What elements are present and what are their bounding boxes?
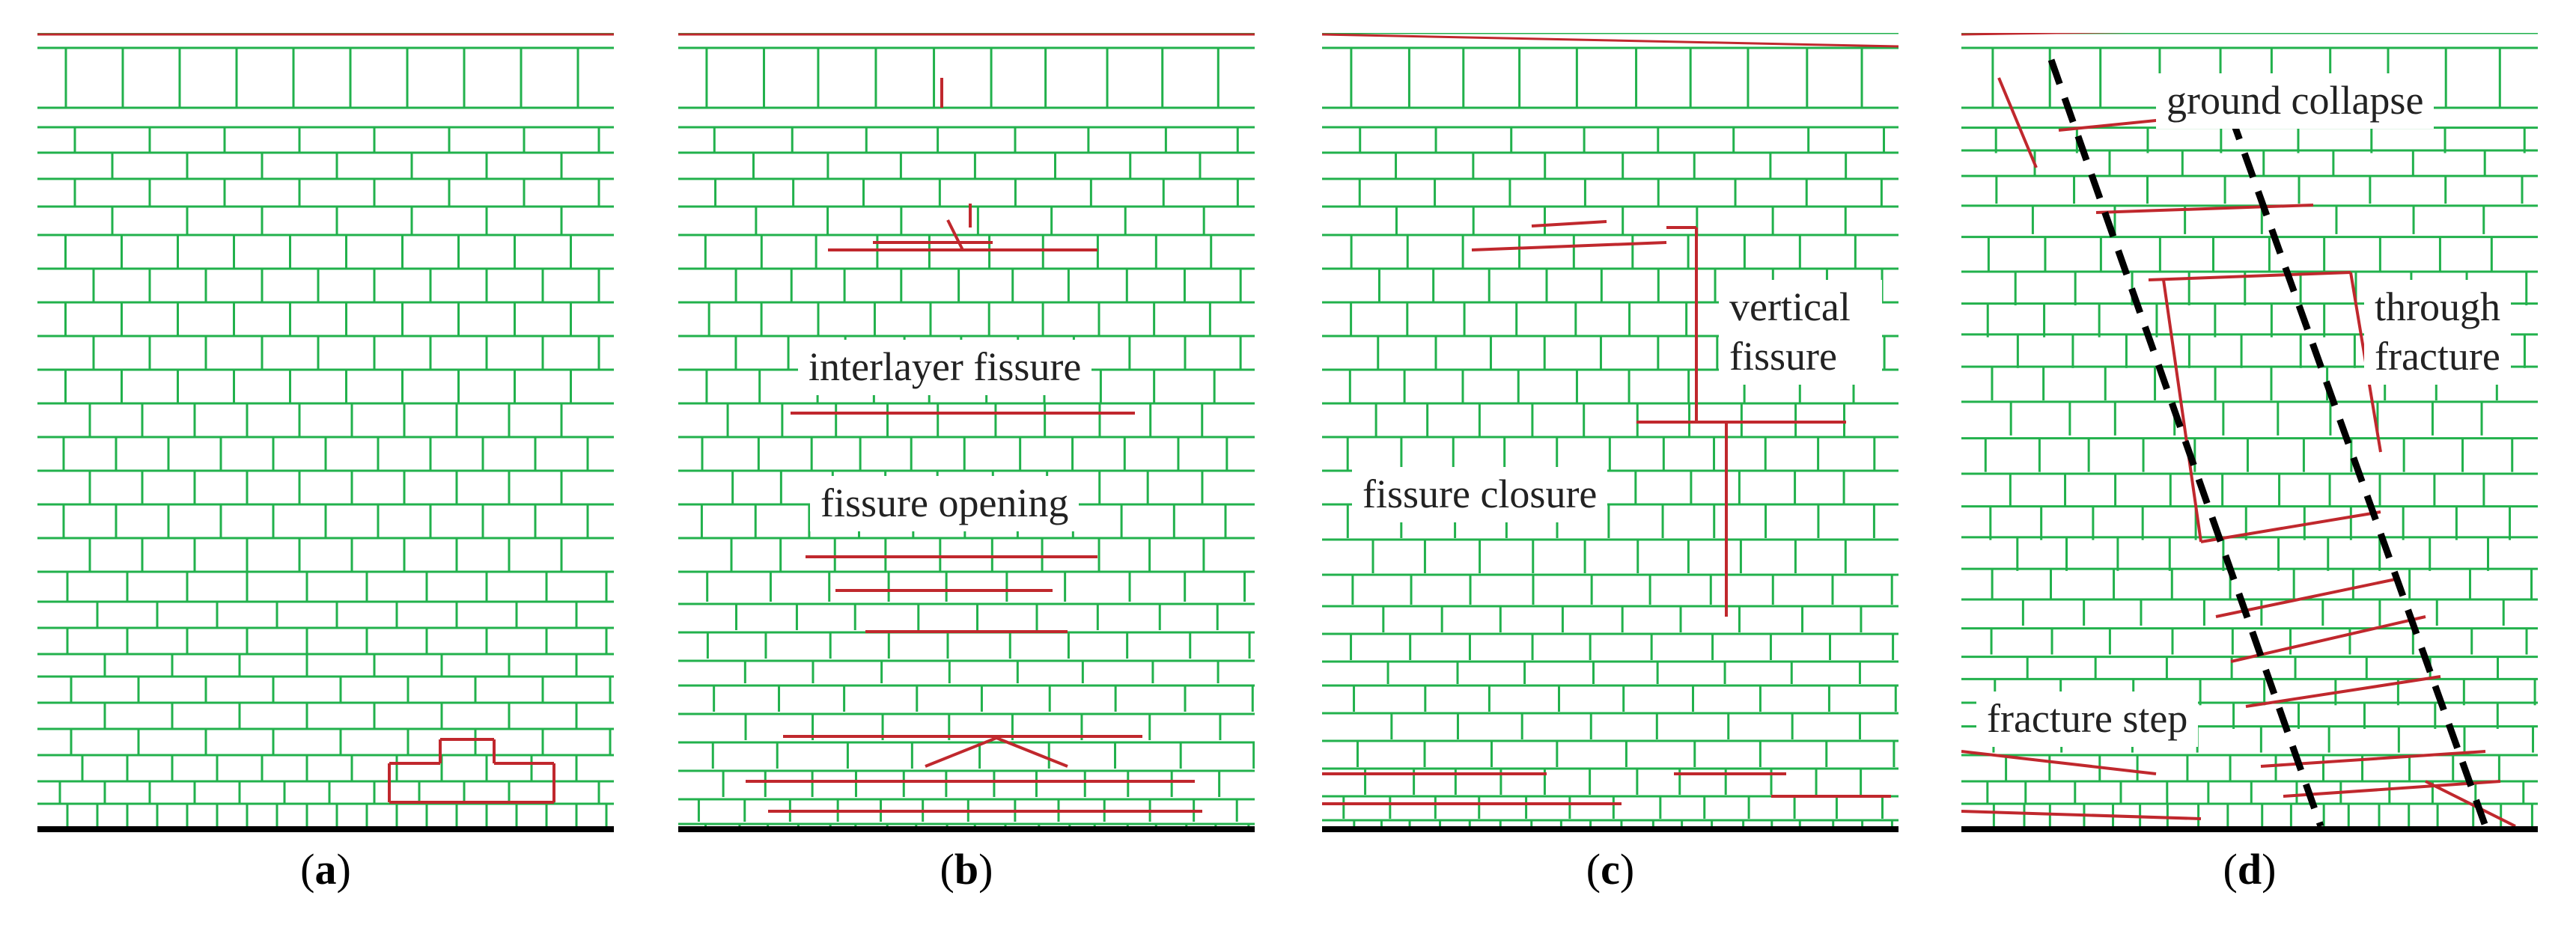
label-interlayer-fissure: interlayer fissure (798, 340, 1092, 395)
base-line (678, 826, 1255, 832)
blocks (1961, 33, 2538, 828)
caption-a: (a) (300, 845, 351, 894)
fractured-edges (746, 78, 1202, 813)
blocks (1322, 33, 1898, 832)
label-through-line1: through (2375, 284, 2500, 329)
fracture-trace-line (2227, 114, 2489, 828)
caption-b: (b) (940, 845, 993, 894)
label-ground-collapse: ground collapse (2156, 73, 2435, 129)
panel-c: vertical fissure fissure closure (1322, 33, 1898, 832)
panel-b: interlayer fissure fissure opening (678, 33, 1255, 832)
block-model-initial (37, 33, 614, 832)
base-line (1961, 826, 2538, 832)
block-model-fissure-opening (678, 33, 1255, 832)
label-through-fracture: through fracture (2364, 280, 2511, 385)
label-vertical-fissure: vertical fissure (1719, 280, 1882, 385)
label-through-line2: fracture (2375, 333, 2500, 379)
block-model-through-fracture (1961, 33, 2538, 832)
label-vertical-line2: fissure (1729, 333, 1837, 379)
caption-c: (c) (1586, 845, 1635, 894)
base-line (37, 826, 614, 832)
fractured-edges (1322, 220, 1891, 805)
panel-d: ground collapse through fracture fractur… (1961, 33, 2538, 832)
block-model-fissure-closure (1322, 33, 1898, 832)
fracture-trace-line (2047, 58, 2324, 828)
label-fissure-closure: fissure closure (1352, 467, 1608, 522)
label-fissure-opening: fissure opening (810, 476, 1080, 531)
label-vertical-line1: vertical (1729, 284, 1851, 329)
caption-d: (d) (2223, 845, 2277, 894)
fractured-edges (388, 738, 555, 804)
fractured-edges (1961, 77, 2516, 828)
panel-a (37, 33, 614, 832)
base-line (1322, 826, 1898, 832)
surface-line (1322, 33, 1898, 48)
blocks (678, 33, 1255, 832)
blocks (37, 33, 614, 828)
label-fracture-step: fracture step (1976, 692, 2199, 747)
